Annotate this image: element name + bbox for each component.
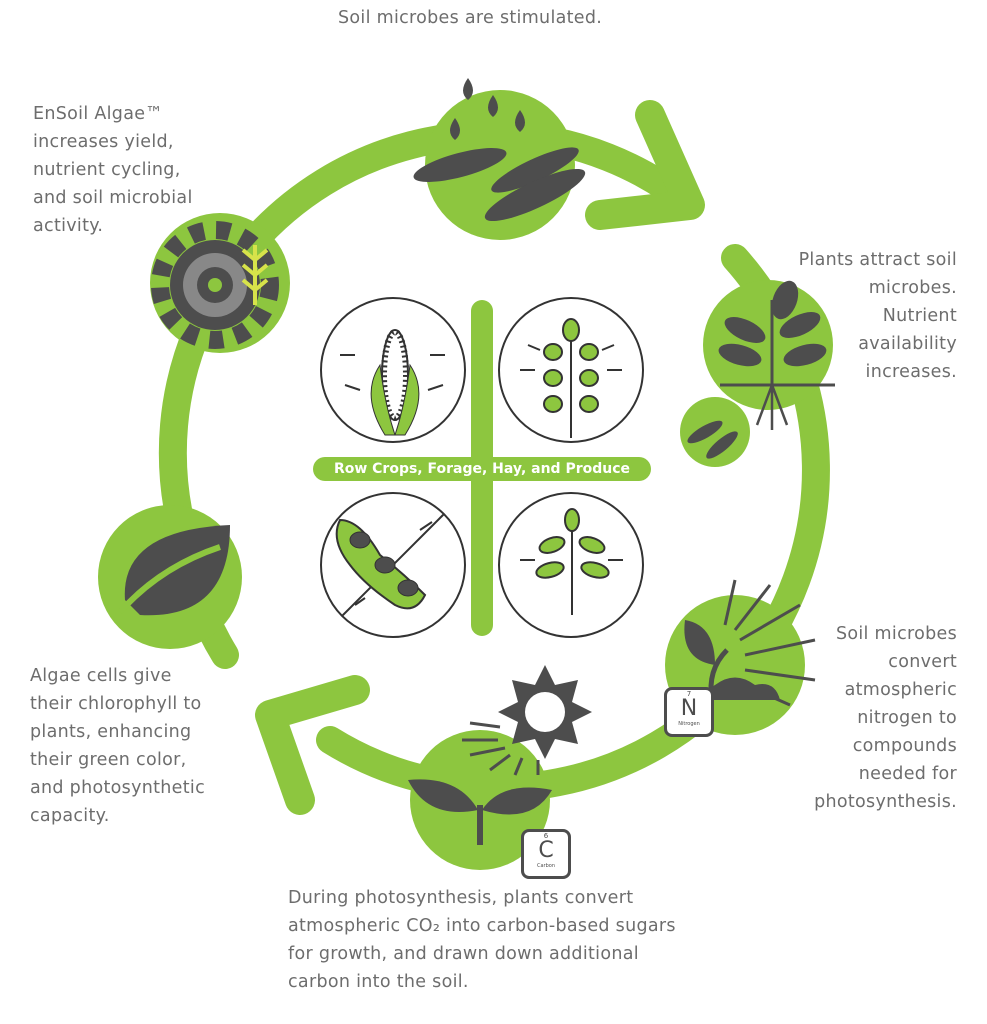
microbes-node <box>413 78 586 240</box>
carbon-name: Carbon <box>536 863 555 869</box>
sun-rays-icon <box>723 579 816 707</box>
produce-plant-icon <box>535 508 610 615</box>
caption-bottom: During photosynthesis, plants convert at… <box>288 884 676 996</box>
carbon-symbol: C <box>538 838 554 863</box>
microbe-icon <box>413 147 586 222</box>
caption-line: During photosynthesis, plants convert <box>288 888 634 908</box>
caption-line: nitrogen to <box>857 708 957 728</box>
gear-icon <box>151 221 279 349</box>
photosynthesis-node <box>408 665 592 870</box>
arrowhead-bottom-left <box>255 675 370 815</box>
caption-line: EnSoil Algae™ <box>33 104 164 124</box>
plant-icon <box>687 280 835 459</box>
carbon-atomic-number: 6 <box>543 832 549 840</box>
caption-line: increases. <box>865 362 957 382</box>
caption-line: atmospheric CO₂ into carbon-based sugars <box>288 916 676 936</box>
caption-line: for growth, and drawn down additional <box>288 944 639 964</box>
caption-line: compounds <box>852 736 957 756</box>
corn-icon <box>370 329 420 436</box>
center-label: Row Crops, Forage, Hay, and Produce <box>313 457 651 481</box>
caption-line: convert <box>888 652 957 672</box>
caption-line: their chlorophyll to <box>30 694 202 714</box>
nitrogen-element-tile: 7 N Nitrogen <box>664 687 714 737</box>
sun-rays-icon <box>462 721 540 776</box>
nitrogen-name: Nitrogen <box>678 721 700 727</box>
caption-line: carbon into the soil. <box>288 972 469 992</box>
sun-icon <box>498 665 592 759</box>
cycle-arc-top <box>158 120 704 534</box>
caption-line: availability <box>858 334 957 354</box>
caption-line: needed for <box>858 764 957 784</box>
gear-node <box>150 213 290 353</box>
plant-roots-node <box>680 280 835 467</box>
radiating-dashes <box>340 344 623 606</box>
nitrogen-symbol: N <box>680 696 698 721</box>
soybean-icon <box>335 513 445 617</box>
leaf-icon <box>124 525 230 616</box>
water-drops-icon <box>450 78 525 140</box>
caption-lower-right: Soil microbes convert atmospheric nitrog… <box>814 620 957 816</box>
caption-line: capacity. <box>30 806 110 826</box>
arrowhead-top-right <box>585 100 705 230</box>
caption-upper-left: EnSoil Algae™ increases yield, nutrient … <box>33 100 193 240</box>
caption-line: Nutrient <box>882 306 957 326</box>
caption-line: and soil microbial <box>33 188 193 208</box>
caption-line: nutrient cycling, <box>33 160 181 180</box>
caption-line: Plants attract soil <box>798 250 957 270</box>
caption-line: photosynthesis. <box>814 792 957 812</box>
caption-line: their green color, <box>30 750 187 770</box>
seedling-icon <box>408 779 552 845</box>
nitrogen-atomic-number: 7 <box>686 690 692 698</box>
caption-line: microbes. <box>868 278 957 298</box>
caption-line: and photosynthetic <box>30 778 205 798</box>
caption-line: Soil microbes <box>835 624 957 644</box>
caption-left: Algae cells give their chlorophyll to pl… <box>30 662 205 830</box>
caption-right: Plants attract soil microbes. Nutrient a… <box>799 246 957 386</box>
carbon-element-tile: 6 C Carbon <box>521 829 571 879</box>
caption-line: activity. <box>33 216 104 236</box>
caption-line: atmospheric <box>844 680 957 700</box>
caption-top: Soil microbes are stimulated. <box>338 8 603 28</box>
caption-line: plants, enhancing <box>30 722 192 742</box>
caption-line: increases yield, <box>33 132 174 152</box>
caption-line: Algae cells give <box>30 666 172 686</box>
leaf-node <box>98 505 242 649</box>
alfalfa-icon <box>543 318 599 438</box>
wheat-icon <box>241 245 269 305</box>
